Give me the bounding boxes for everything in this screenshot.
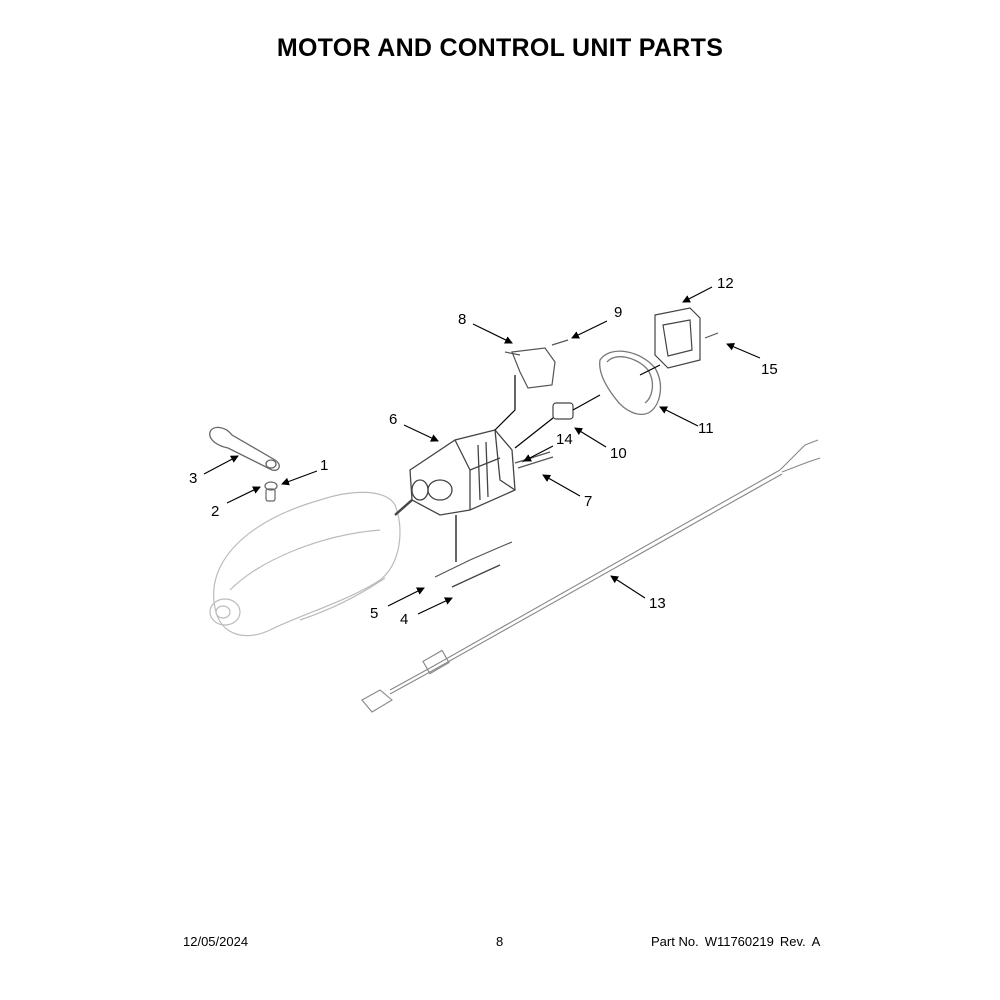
part-8-bracket <box>504 347 556 389</box>
part-number-label: Part No. <box>651 934 699 949</box>
part-7-bolts <box>514 451 554 469</box>
callout-15: 15 <box>761 361 778 378</box>
mixer-housing <box>209 491 401 637</box>
part-2-washer <box>264 481 278 491</box>
part-15-screw <box>704 332 719 339</box>
part-9-screw <box>551 339 569 346</box>
callout-3: 3 <box>189 470 197 487</box>
callout-14: 14 <box>556 431 573 448</box>
revision-label: Rev. <box>779 934 806 949</box>
part-1-screw <box>265 488 276 502</box>
part-6-motor <box>394 429 516 516</box>
footer-part-info: Part No. W11760219 Rev. A <box>651 934 826 949</box>
callout-10: 10 <box>610 445 627 462</box>
page-title: MOTOR AND CONTROL UNIT PARTS <box>276 34 724 62</box>
callout-arrows <box>203 286 761 615</box>
callout-7: 7 <box>584 493 592 510</box>
part-13-power-cord <box>361 439 821 713</box>
part-12-control-board <box>654 307 701 369</box>
callout-8: 8 <box>458 311 466 328</box>
callout-6: 6 <box>389 411 397 428</box>
part-11-ring <box>599 350 662 415</box>
callout-4: 4 <box>400 611 408 628</box>
revision: A <box>811 934 821 949</box>
callout-11: 11 <box>698 420 714 437</box>
callout-5: 5 <box>370 605 378 622</box>
footer-page-number: 8 <box>496 934 504 949</box>
callout-2: 2 <box>211 503 219 520</box>
connection-lines <box>455 364 661 562</box>
callout-13: 13 <box>649 595 666 612</box>
callout-12: 12 <box>717 275 734 292</box>
part-5-wire <box>434 541 513 578</box>
part-4-spring <box>451 564 501 588</box>
callout-1: 1 <box>320 457 328 474</box>
part-number: W11760219 <box>704 934 774 949</box>
callout-9: 9 <box>614 304 622 321</box>
footer-date: 12/05/2024 <box>183 934 249 949</box>
part-10-sensor <box>552 402 574 420</box>
part-3-lever <box>209 426 280 471</box>
